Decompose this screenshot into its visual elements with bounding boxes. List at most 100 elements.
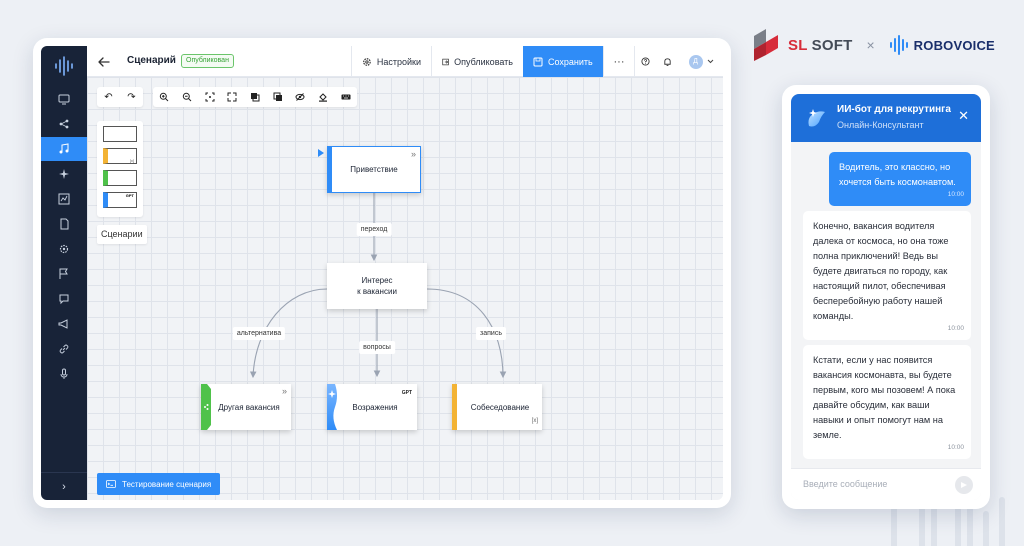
sidebar-item-megaphone[interactable] <box>41 312 87 336</box>
sidebar-item-sparkle[interactable] <box>41 162 87 186</box>
back-arrow-icon[interactable] <box>97 55 111 69</box>
publish-button[interactable]: Опубликовать <box>431 46 523 77</box>
zoom-in-icon <box>160 92 169 102</box>
edge-label-record: запись <box>476 327 506 340</box>
send-back-button[interactable] <box>266 87 289 107</box>
edge-label-questions: вопросы <box>359 341 395 354</box>
save-button[interactable]: Сохранить <box>523 46 603 77</box>
expand-icon <box>227 92 237 102</box>
page-title: Сценарий <box>127 55 176 66</box>
hide-button[interactable] <box>289 87 312 107</box>
flow-canvas[interactable]: ↶ ↷ [x] GPT Сценарии <box>87 77 723 500</box>
robovoice-wave-icon <box>889 35 908 55</box>
sidebar-collapse-button[interactable]: › <box>41 472 87 500</box>
phone-frame: ИИ-бот для рекрутинга Онлайн-Консультант… <box>782 85 990 509</box>
eye-off-icon <box>295 93 305 101</box>
brand-separator: × <box>866 37 875 53</box>
bell-icon <box>663 57 671 66</box>
settings-button[interactable]: Настройки <box>351 46 431 77</box>
palette-node-gpt[interactable]: GPT <box>103 192 137 208</box>
gpt-tag: GPT <box>401 390 412 396</box>
bring-front-button[interactable] <box>244 87 267 107</box>
zoom-in-button[interactable] <box>153 87 176 107</box>
chevron-down-icon <box>707 59 713 64</box>
monitor-icon <box>58 94 70 105</box>
message-text: Водитель, это классно, но хочется быть к… <box>839 162 956 187</box>
sidebar-item-document[interactable] <box>41 212 87 236</box>
fit-view-icon <box>205 92 215 102</box>
zoom-out-button[interactable] <box>176 87 199 107</box>
history-toolbar: ↶ ↷ <box>97 87 143 107</box>
paint-bucket-icon <box>319 93 328 102</box>
message-bot: Кстати, если у нас появится вакансия кос… <box>803 345 971 459</box>
canvas-toolbar <box>153 87 357 107</box>
flow-connectors <box>249 193 507 379</box>
node-interest[interactable]: Интерес к вакансии <box>327 263 427 309</box>
node-objections[interactable]: GPT Возражения <box>327 384 417 430</box>
sidebar-item-share[interactable] <box>41 112 87 136</box>
flag-icon <box>59 268 68 279</box>
more-menu-button[interactable]: ··· <box>603 46 634 77</box>
undo-button[interactable]: ↶ <box>104 91 113 103</box>
message-time: 10:00 <box>947 191 964 198</box>
node-palette: [x] GPT <box>97 121 143 217</box>
expand-icon[interactable]: » <box>410 149 416 159</box>
redo-button[interactable]: ↷ <box>127 91 136 103</box>
sidebar-item-music[interactable] <box>41 137 87 161</box>
node-label: Возражения <box>352 402 398 412</box>
green-bar <box>201 384 211 430</box>
fullscreen-button[interactable] <box>221 87 244 107</box>
fit-view-button[interactable] <box>198 87 221 107</box>
status-badge: Опубликован <box>181 54 234 68</box>
node-interview[interactable]: [x] Собеседование <box>452 384 542 430</box>
help-icon <box>641 57 650 66</box>
node-greeting[interactable]: » Приветствие <box>327 146 421 193</box>
palette-node-orange[interactable]: [x] <box>103 148 137 164</box>
terminal-icon <box>106 480 116 488</box>
fill-color-button[interactable] <box>312 87 335 107</box>
expand-icon[interactable]: » <box>281 386 287 396</box>
test-scenario-label: Тестирование сценария <box>122 479 212 489</box>
sl-soft-logo-icon <box>754 29 778 61</box>
sidebar-item-microphone[interactable] <box>41 362 87 386</box>
bot-subtitle: Онлайн-Консультант <box>837 120 924 130</box>
top-bar: Сценарий Опубликован Настройки Опубликов… <box>87 46 723 77</box>
message-time: 10:00 <box>947 444 964 451</box>
palette-node-green[interactable] <box>103 170 137 186</box>
help-button[interactable] <box>634 46 656 77</box>
robovoice-logo: ROBOVOICE <box>889 35 995 55</box>
edge-interest-interview <box>426 288 507 379</box>
message-input-placeholder: Введите сообщение <box>803 479 888 489</box>
test-scenario-button[interactable]: Тестирование сценария <box>97 473 221 495</box>
send-icon <box>961 482 967 488</box>
node-other-vacancy[interactable]: » Другая вакансия <box>201 384 291 430</box>
chat-icon <box>59 294 69 305</box>
close-icon[interactable]: ✕ <box>958 108 969 123</box>
sidebar-item-chart[interactable] <box>41 187 87 211</box>
sl-soft-wordmark: SL SOFT <box>788 36 853 54</box>
message-input[interactable]: Введите сообщение <box>791 468 981 500</box>
message-time: 10:00 <box>947 325 964 332</box>
gear-icon <box>363 57 371 66</box>
save-label: Сохранить <box>548 56 593 67</box>
notifications-button[interactable] <box>656 46 678 77</box>
keyboard-button[interactable] <box>334 87 357 107</box>
sidebar-item-link[interactable] <box>41 337 87 361</box>
sparkle-icon <box>59 169 69 179</box>
scenarios-tab[interactable]: Сценарии <box>97 225 147 244</box>
node-label: Собеседование <box>470 402 530 412</box>
node-label: Приветствие <box>350 165 398 174</box>
sidebar-item-chat[interactable] <box>41 287 87 311</box>
link-icon <box>59 344 69 354</box>
sidebar-item-monitor[interactable] <box>41 87 87 111</box>
chart-icon <box>58 193 70 205</box>
user-menu[interactable]: Д <box>683 46 719 77</box>
sidebar-item-flag[interactable] <box>41 262 87 286</box>
settings-icon <box>59 244 69 254</box>
variable-icon: [x] <box>531 418 538 424</box>
palette-node-basic[interactable] <box>103 126 137 142</box>
send-button[interactable] <box>955 476 973 494</box>
sidebar-item-settings[interactable] <box>41 237 87 261</box>
keyboard-icon <box>341 94 351 100</box>
message-text: Конечно, вакансия водителя далека от кос… <box>813 221 949 321</box>
